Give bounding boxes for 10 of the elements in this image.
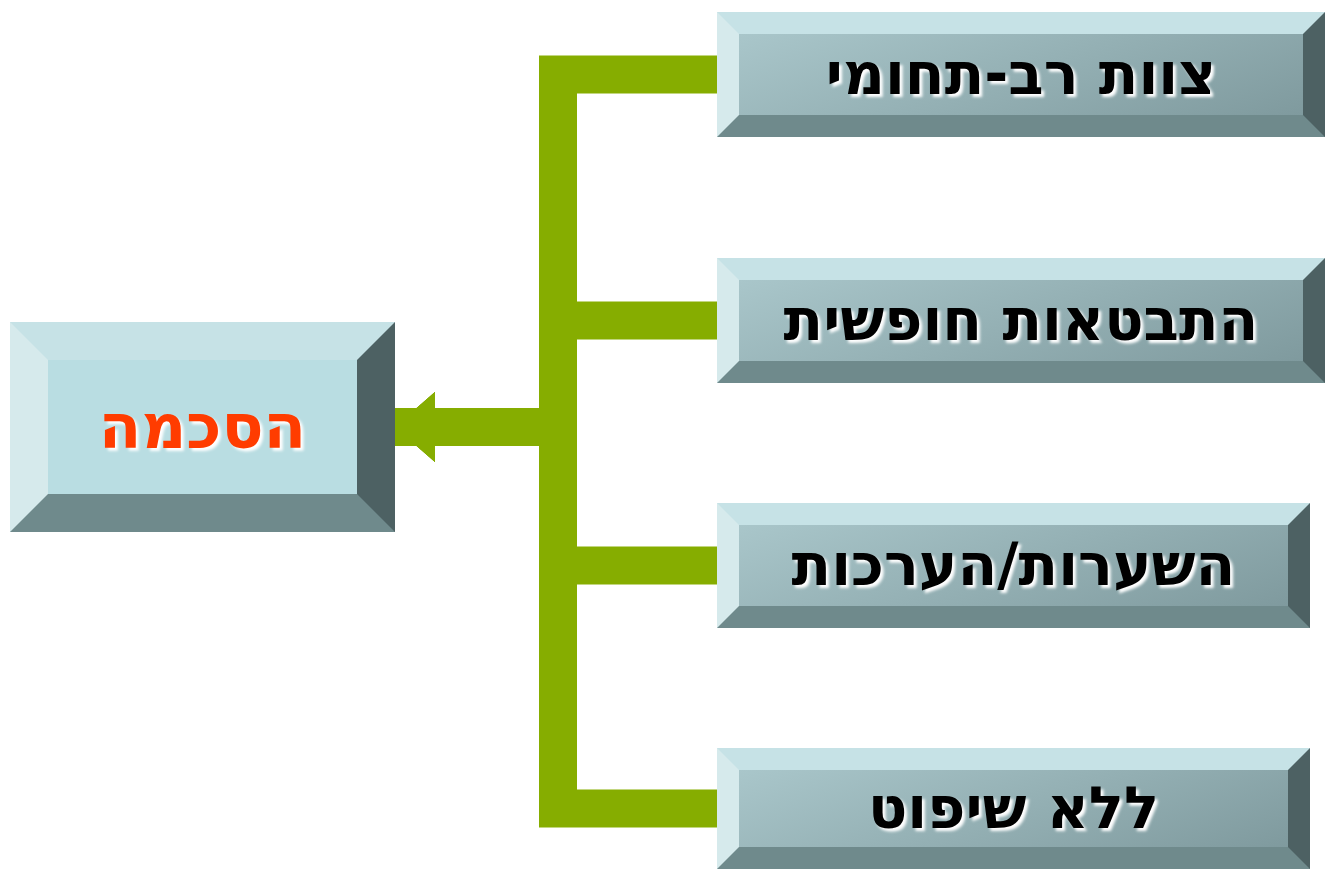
- box-label: השערות/הערכות: [791, 533, 1236, 598]
- box-label: התבטאות חופשית: [783, 288, 1259, 353]
- box-label: ללא שיפוט: [867, 776, 1160, 841]
- process-box: [10, 322, 395, 532]
- process-box: [717, 503, 1310, 628]
- process-box: [717, 12, 1325, 137]
- box-label: צוות רב-תחומי: [825, 42, 1217, 107]
- process-box: [717, 258, 1325, 383]
- box-label: הסכמה: [98, 392, 307, 462]
- process-box: [717, 748, 1310, 869]
